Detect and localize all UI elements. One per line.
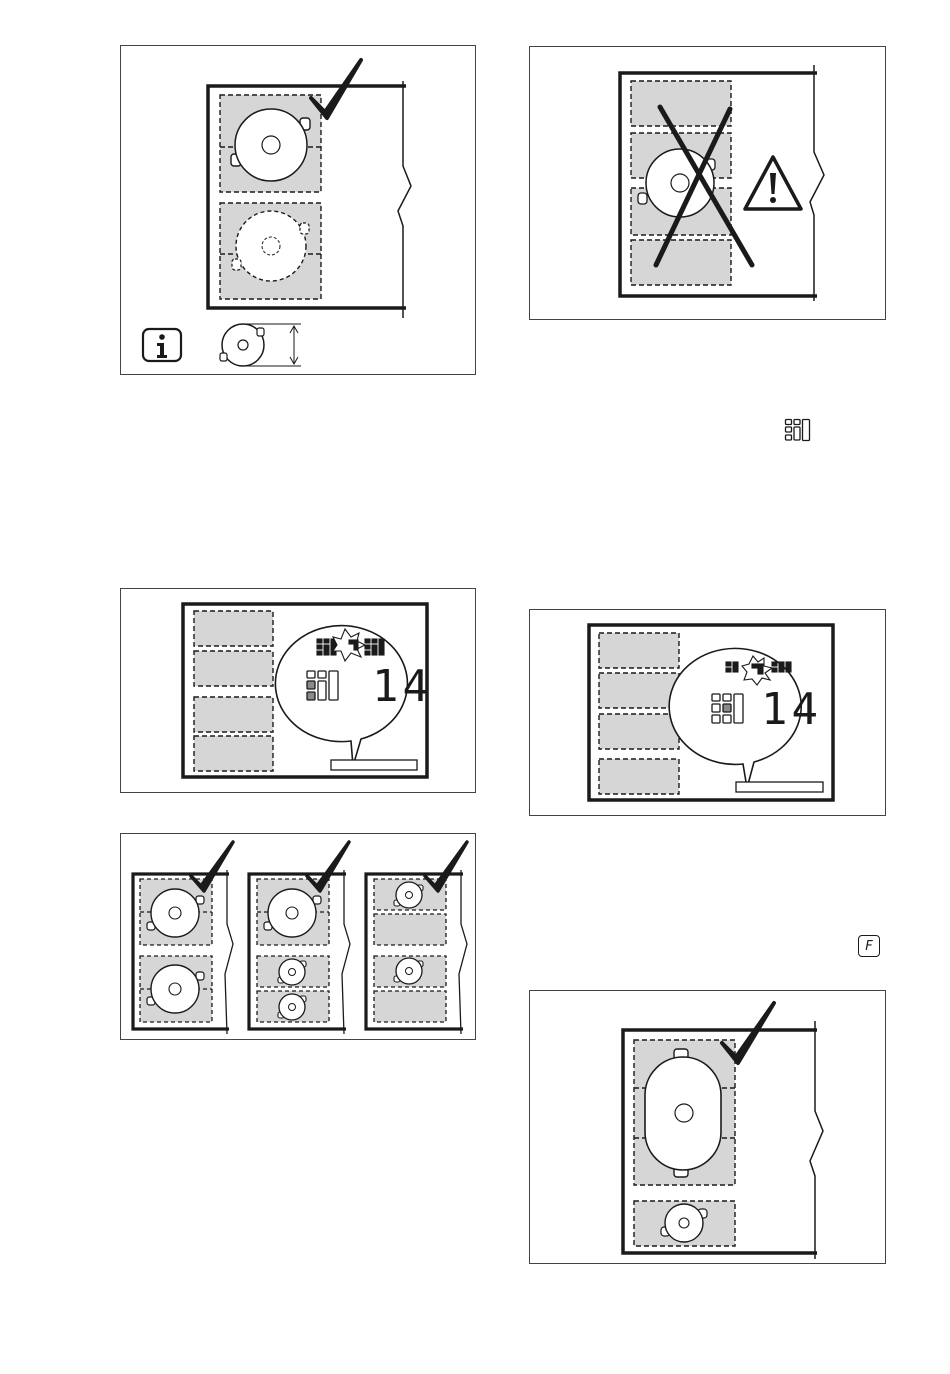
figure-incorrect-placement (529, 46, 886, 320)
oval-roaster-icon (645, 1049, 721, 1177)
figure-power-display-left: 14 (120, 588, 476, 793)
warning-icon (745, 157, 801, 209)
cooking-zone-symbol-icon (784, 418, 812, 444)
flexi-f-label: F (865, 940, 872, 953)
power-level-readout: 14 (372, 661, 433, 712)
check-icon (722, 1003, 774, 1063)
pot-diameter-icon (220, 324, 301, 366)
cooking-zone-symbol-icon (712, 694, 743, 723)
figure-cookware-combinations (120, 833, 476, 1040)
power-level-readout: 14 (761, 684, 822, 735)
check-icon (311, 60, 361, 118)
figure-correct-placement (120, 45, 476, 375)
combination-two-small-pots (366, 842, 467, 1034)
figure-oval-cookware (529, 990, 886, 1264)
combination-large-and-two-small (249, 842, 350, 1034)
flexi-f-icon: F (858, 935, 880, 957)
info-icon (143, 329, 181, 361)
combination-two-large-pots (133, 842, 233, 1034)
cooking-zone-symbol-icon (307, 671, 338, 700)
figure-power-display-right: 14 (529, 609, 886, 816)
cooking-zone-stack (599, 633, 679, 794)
